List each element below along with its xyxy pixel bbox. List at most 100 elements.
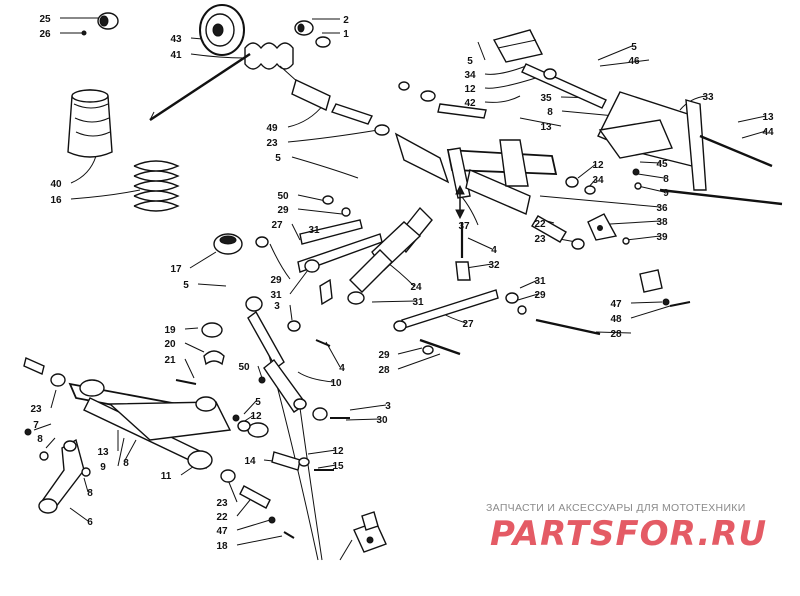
mount-detail: [353, 511, 387, 553]
callout-c-22b: 22: [216, 512, 228, 523]
callout-c-49: 49: [266, 123, 278, 134]
spring-cup-17: [213, 233, 243, 255]
callout-c-50b: 50: [238, 362, 250, 373]
callout-c-19: 19: [164, 325, 176, 336]
callout-c-23b: 23: [534, 234, 546, 245]
rear-arm-37: [394, 132, 558, 215]
callout-c-14: 14: [244, 456, 256, 467]
callout-c-12c: 12: [250, 411, 262, 422]
callout-c-3a: 3: [274, 301, 280, 312]
callout-c-33: 33: [702, 92, 714, 103]
callout-c-5b: 5: [467, 56, 473, 67]
callout-c-5d: 5: [183, 280, 189, 291]
callout-c-34a: 34: [464, 70, 476, 81]
callout-c-11: 11: [161, 471, 172, 482]
callout-c-45: 45: [656, 159, 668, 170]
callout-c-8a: 8: [547, 107, 553, 118]
callout-c-7: 7: [33, 420, 39, 431]
callout-c-25: 25: [39, 14, 51, 25]
link-arm-27-upper: [297, 219, 383, 273]
callout-c-42: 42: [464, 98, 476, 109]
callout-numbers: 2526214341401649235534124254635813331344…: [30, 14, 774, 552]
callout-c-47a: 47: [610, 299, 622, 310]
callout-c-43: 43: [170, 34, 182, 45]
callout-c-46: 46: [628, 56, 640, 67]
callout-c-12a: 12: [464, 84, 476, 95]
callout-c-32: 32: [488, 260, 500, 271]
callout-c-12d: 12: [332, 446, 344, 457]
callout-c-29a: 29: [277, 205, 289, 216]
callout-c-34b: 34: [592, 175, 604, 186]
callout-c-31d: 31: [412, 297, 424, 308]
link-arm-27-lower: [401, 289, 499, 329]
callout-c-2: 2: [343, 15, 349, 26]
callout-c-28b: 28: [378, 365, 390, 376]
callout-c-13b: 13: [762, 112, 774, 123]
callout-c-8b: 8: [663, 174, 669, 185]
pivot-bracket: [492, 29, 544, 63]
callout-c-21: 21: [164, 355, 176, 366]
bushing-2: [294, 20, 314, 36]
callout-c-31c: 31: [270, 290, 282, 301]
callout-c-12b: 12: [592, 160, 604, 171]
callout-c-17: 17: [170, 264, 182, 275]
callout-c-23c: 23: [30, 404, 42, 415]
callout-c-31a: 31: [308, 225, 320, 236]
callout-c-20: 20: [164, 339, 176, 350]
callout-c-10: 10: [330, 378, 342, 389]
callout-c-26: 26: [39, 29, 51, 40]
callout-c-27a: 27: [271, 220, 283, 231]
callout-c-50a: 50: [277, 191, 289, 202]
callout-c-5c: 5: [631, 42, 637, 53]
callout-c-38: 38: [656, 217, 668, 228]
callout-c-37: 37: [458, 221, 470, 232]
callout-c-8d: 8: [123, 458, 129, 469]
shaft-49: [291, 79, 390, 136]
callout-c-40: 40: [50, 179, 62, 190]
callout-c-22a: 22: [534, 219, 546, 230]
callout-c-1: 1: [343, 29, 349, 40]
callout-c-4b: 4: [339, 363, 345, 374]
watermark-logo: PARTSFOR.RU: [490, 514, 768, 554]
callout-c-4a: 4: [491, 245, 497, 256]
callout-c-31b: 31: [534, 276, 546, 287]
torsion-spring-41: [149, 42, 301, 122]
callout-c-6: 6: [87, 517, 93, 528]
parts-art: [23, 4, 783, 553]
lever-6: [38, 438, 85, 514]
bracket-33: [597, 91, 707, 191]
slide-block-38: [587, 213, 618, 241]
callout-c-39: 39: [656, 232, 668, 243]
callout-c-41: 41: [170, 50, 182, 61]
callout-c-23a: 23: [266, 138, 278, 149]
callout-c-9a: 9: [663, 188, 669, 199]
callout-c-29d: 29: [378, 350, 390, 361]
coil-spring-16: [133, 160, 180, 212]
front-arm-11: [68, 379, 269, 470]
callout-c-5a: 5: [275, 153, 281, 164]
callout-c-5e: 5: [255, 397, 261, 408]
callout-c-16: 16: [50, 195, 62, 206]
callout-c-44: 44: [762, 127, 774, 138]
callout-c-13c: 13: [97, 447, 109, 458]
watermark-subtitle: ЗАПЧАСТИ И АКСЕССУАРЫ ДЛЯ МОТОТЕХНИКИ: [486, 502, 746, 514]
callout-c-24: 24: [410, 282, 422, 293]
callout-c-8c: 8: [37, 434, 43, 445]
callout-c-29c: 29: [270, 275, 282, 286]
callout-c-30: 30: [376, 415, 388, 426]
callout-c-23d: 23: [216, 498, 228, 509]
callout-c-15: 15: [332, 461, 344, 472]
callout-c-9b: 9: [100, 462, 106, 473]
idler-wheel-43: [199, 4, 245, 56]
callout-c-13a: 13: [540, 122, 552, 133]
front-shock-10: [245, 296, 307, 413]
callout-c-27b: 27: [462, 319, 474, 330]
callout-c-29b: 29: [534, 290, 546, 301]
callout-c-35: 35: [540, 93, 552, 104]
callout-c-28a: 28: [610, 329, 622, 340]
callout-c-47b: 47: [216, 526, 228, 537]
shock-absorber-24: [347, 206, 433, 305]
callout-c-36: 36: [656, 203, 668, 214]
callout-c-48: 48: [610, 314, 622, 325]
